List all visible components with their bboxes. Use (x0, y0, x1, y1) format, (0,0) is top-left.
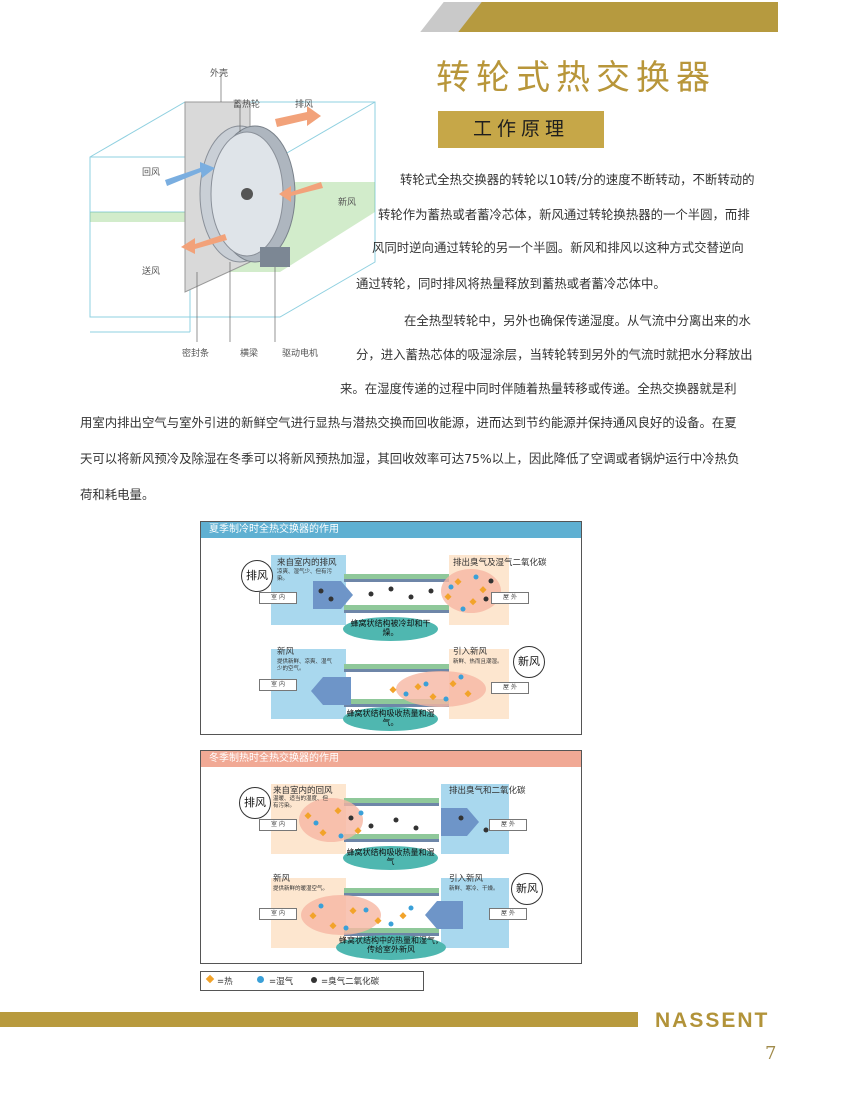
summer-fresh-circle: 新风 (513, 646, 545, 678)
page-number: 7 (765, 1043, 777, 1064)
core-stripes-top (344, 798, 439, 842)
odor-icon (311, 977, 317, 983)
summer-fresh-label: 新风 (277, 647, 295, 657)
summer-diagram (271, 555, 509, 719)
core-stripes-bottom (344, 664, 449, 707)
paragraph-line: 风同时逆向通过转轮的另一个半圆。新风和排风以这种方式交替逆向 (372, 240, 744, 255)
paragraph-line: 天可以将新风预冷及除湿在冬季可以将新风预热加湿，其回收效率可达75%以上，因此降… (80, 451, 740, 466)
heat-icon (205, 974, 215, 984)
paragraph-line: 在全热型转轮中，另外也确保传递湿度。从气流中分离出来的水 (404, 313, 751, 328)
label-fresh-air: 新风 (338, 198, 357, 208)
summer-outdoor-label: 屋 外 (491, 592, 529, 604)
winter-outdoor-label: 屋 外 (489, 819, 527, 831)
label-motor: 驱动电机 (282, 349, 319, 359)
winter-indoor-label-2: 室 内 (259, 908, 297, 920)
winter-fresh-arrow (425, 901, 463, 929)
winter-fresh-label: 新风 (273, 874, 291, 884)
header-gold-bar (486, 2, 778, 32)
winter-panel: 冬季制热时全热交换器的作用 (200, 750, 582, 964)
return-arrow (165, 162, 215, 186)
winter-fresh-in: 引入新风 (449, 874, 484, 884)
winter-outdoor-label-2: 屋 外 (489, 908, 527, 920)
label-supply-air: 送风 (142, 267, 161, 277)
paragraph-line: 荷和耗电量。 (80, 487, 155, 502)
paragraph-line: 转轮式全热交换器的转轮以10转/分的速度不断转动，不断转动的 (400, 172, 755, 187)
summer-fresh-in-note: 新鲜、热而且潮湿。 (453, 659, 503, 665)
winter-exhaust-circle: 排风 (239, 787, 271, 819)
label-wheel: 蓄热轮 (233, 100, 261, 110)
legend-heat: =热 (217, 977, 233, 987)
summer-panel-title: 夏季制冷时全热交换器的作用 (201, 522, 581, 538)
subtitle-box (438, 111, 604, 148)
page-subtitle: 工作原理 (472, 118, 569, 140)
winter-exhaust-note: 温暖、适当的湿度、但有污染。 (273, 796, 329, 809)
paragraph-line: 分，进入蓄热芯体的吸湿涂层，当转轮转到另外的气流时就把水分释放出 (356, 347, 753, 362)
wheel-hub (241, 188, 253, 200)
core-stripes-bottom (344, 888, 439, 936)
winter-panel-title: 冬季制热时全热交换器的作用 (201, 751, 581, 767)
summer-core-absorb: 蜂窝状结构吸收热量和湿气。 (343, 707, 438, 731)
summer-core-cooled: 蜂窝状结构被冷却和干燥。 (343, 617, 438, 641)
winter-indoor-label: 室 内 (259, 819, 297, 831)
summer-indoor-label: 室 内 (259, 592, 297, 604)
paragraph-line: 转轮作为蓄热或者蓄冷芯体，新风通过转轮换热器的一个半圆，而排 (378, 207, 750, 222)
label-return-air: 回风 (142, 168, 161, 178)
summer-fresh-note: 提供新鲜、凉爽、湿气少的空气。 (277, 659, 333, 672)
summer-exhaust-out: 排出臭气及湿气二氧化碳 (453, 558, 547, 568)
page-title: 转轮式热交换器 (436, 58, 716, 98)
summer-outdoor-label-2: 屋 外 (491, 682, 529, 694)
fresh-arrow (279, 182, 323, 202)
paragraph-line: 用室内排出空气与室外引进的新鲜空气进行显热与潜热交换而回收能源，进而达到节约能源… (80, 415, 737, 430)
winter-fresh-in-note: 新鲜、寒冷、干燥。 (449, 886, 499, 892)
winter-exhaust-out: 排出臭气和二氧化碳 (449, 786, 526, 796)
summer-exhaust-arrow (313, 581, 353, 609)
core-stripes-top (344, 574, 449, 613)
winter-exhaust-from: 来自室内的回风 (273, 786, 333, 796)
summer-indoor-label-2: 室 内 (259, 679, 297, 691)
label-exhaust: 排风 (295, 100, 314, 110)
legend: =热 =湿气 =臭气二氧化碳 (200, 971, 424, 991)
legend-moisture: =湿气 (269, 977, 294, 987)
summer-fresh-arrow (311, 677, 351, 705)
exhaust-arrow (275, 106, 321, 127)
summer-exhaust-circle: 排风 (241, 560, 273, 592)
winter-core-release: 蜂窝状结构中的热量和湿气，传给室外新风 (336, 935, 446, 960)
motor-icon (260, 247, 290, 267)
summer-fresh-in: 引入新风 (453, 647, 488, 657)
label-seal: 密封条 (182, 349, 210, 359)
winter-exhaust-arrow (441, 808, 479, 836)
brand-logo: NASSENT (655, 1009, 770, 1032)
legend-odor: =臭气二氧化碳 (321, 977, 380, 987)
label-shell: 外壳 (210, 69, 229, 79)
summer-exhaust-note: 凉爽、湿气少、但有污染。 (277, 569, 333, 582)
moisture-icon (257, 976, 264, 983)
winter-core-absorb: 蜂窝状结构吸收热量和湿气 (343, 846, 438, 870)
paragraph-line: 来。在湿度传递的过程中同时伴随着热量转移或传递。全热交换器就是利 (340, 381, 737, 396)
winter-fresh-circle: 新风 (511, 873, 543, 905)
paragraph-line: 通过转轮，同时排风将热量释放到蓄热或者蓄冷芯体中。 (356, 276, 666, 291)
summer-exhaust-from: 来自室内的排风 (277, 558, 337, 568)
winter-fresh-note: 提供新鲜的暖湿空气。 (273, 886, 329, 892)
supply-arrow (181, 234, 227, 254)
rotary-wheel-diagram (89, 74, 376, 342)
summer-panel: 夏季制冷时全热交换器的作用 (200, 521, 582, 735)
footer-gold-bar (0, 1012, 638, 1027)
label-beam: 横梁 (240, 349, 259, 359)
